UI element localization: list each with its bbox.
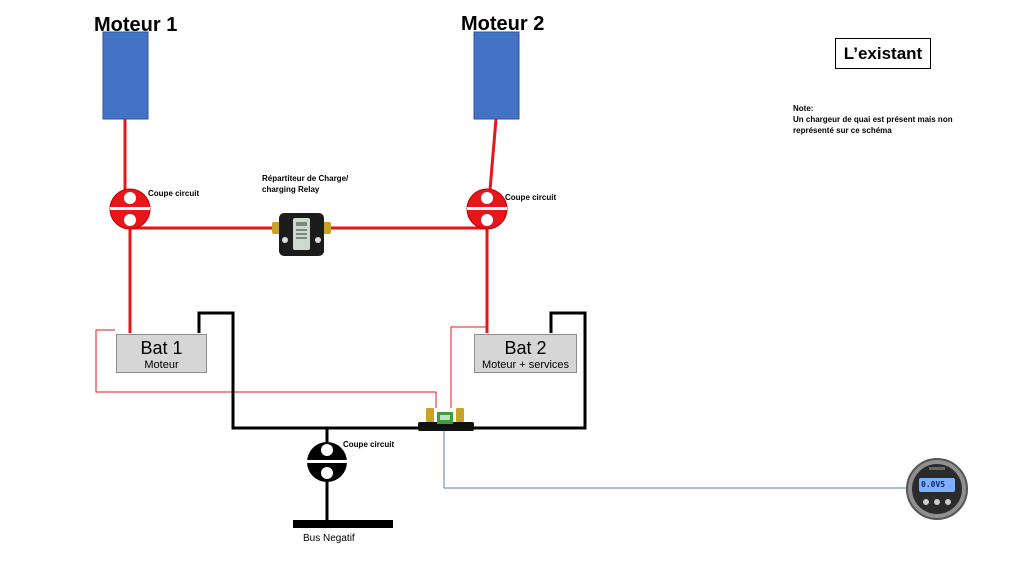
signal-wire: [443, 428, 913, 489]
battery-2: Bat 2 Moteur + services: [474, 334, 577, 373]
positive-wires: [123, 118, 498, 333]
charging-relay-device: [272, 213, 331, 256]
battery-1: Bat 1 Moteur: [116, 334, 207, 373]
note-block: Note: Un chargeur de quai est présent ma…: [793, 103, 993, 136]
battery-1-name: Bat 1: [140, 338, 183, 358]
circuit-breaker-2-label: Coupe circuit: [505, 193, 557, 202]
diagram-title-text: L’existant: [843, 43, 923, 63]
battery-monitor-device: [906, 458, 968, 520]
negative-bus-bar: [293, 520, 393, 528]
diagram-title: L’existant: [835, 38, 931, 69]
monitor-display: 0.0V5: [921, 480, 946, 489]
battery-1-description: Moteur: [144, 359, 179, 371]
note-heading: Note:: [793, 104, 814, 113]
battery-2-name: Bat 2: [504, 338, 547, 358]
relay-label-line1: Répartiteur de Charge/: [262, 174, 349, 183]
circuit-breaker-2: [466, 188, 508, 230]
motor-1-block: [102, 31, 149, 120]
relay-label-line2: charging Relay: [262, 185, 320, 194]
circuit-breaker-1-label: Coupe circuit: [148, 189, 200, 198]
circuit-breaker-3: [307, 442, 347, 482]
negative-wires: [197, 311, 587, 520]
battery-2-description: Moteur + services: [481, 359, 570, 371]
thin-red-wires: [95, 326, 487, 408]
motor-2-label: Moteur 2: [461, 13, 545, 35]
circuit-breaker-3-label: Coupe circuit: [343, 440, 395, 449]
motor-1-label: Moteur 1: [94, 14, 178, 36]
negative-bus-label: Bus Negatif: [303, 533, 355, 544]
circuit-breaker-1: [109, 188, 151, 230]
note-text: Un chargeur de quai est présent mais non…: [793, 115, 953, 135]
motor-2-block: [473, 31, 520, 120]
battery-shunt-device: [418, 408, 474, 431]
